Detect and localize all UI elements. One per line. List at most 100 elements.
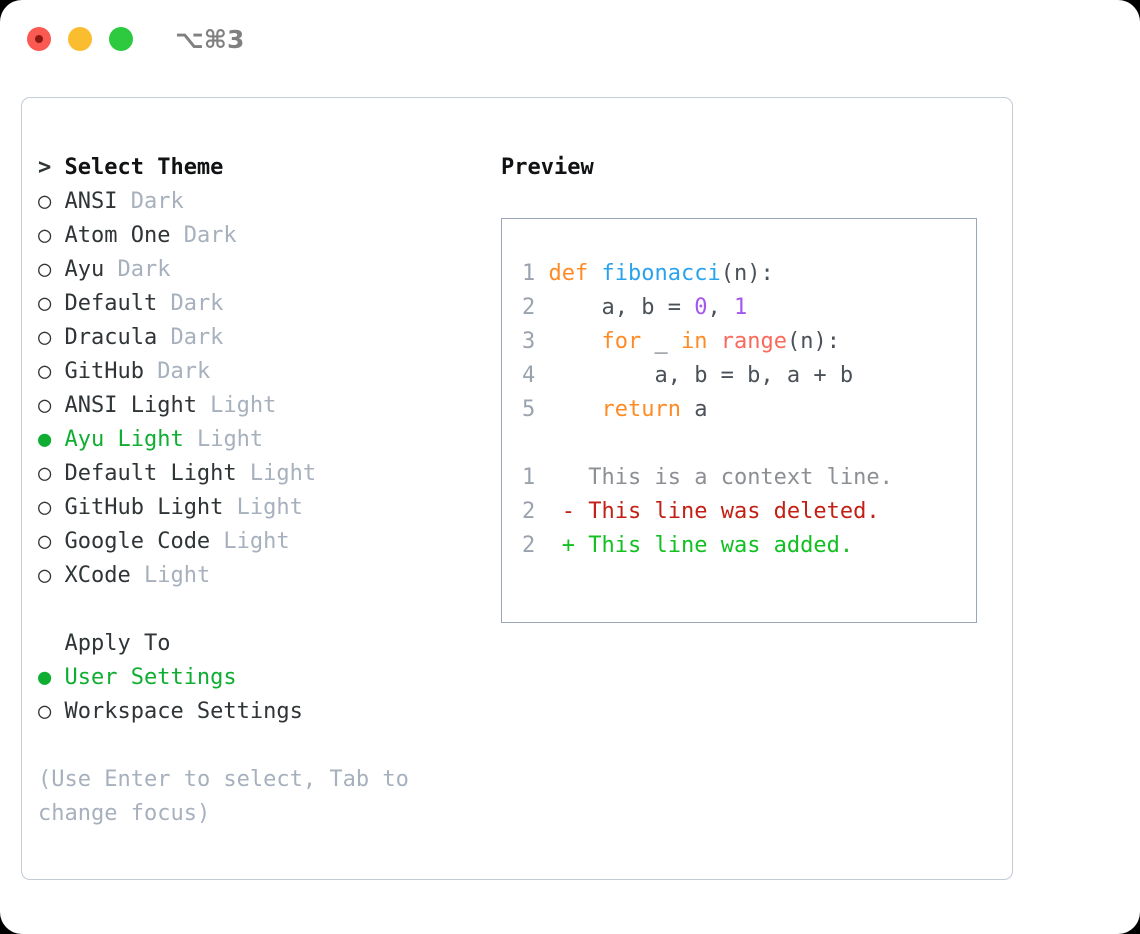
line-number: 1 bbox=[522, 465, 536, 490]
preview-column: Preview 1 def fibonacci(n):2 a, b = 0, 1… bbox=[501, 151, 1001, 623]
theme-name-label: XCode bbox=[64, 563, 131, 588]
diff-marker: + bbox=[561, 533, 589, 558]
theme-variant-tag: Dark bbox=[157, 291, 224, 316]
line-number-gutter-space bbox=[535, 329, 548, 354]
code-token: _ bbox=[641, 329, 681, 354]
theme-list-item[interactable]: ○ GitHub Light Light bbox=[38, 491, 498, 525]
theme-list-item[interactable]: ○ GitHub Dark bbox=[38, 355, 498, 389]
radio-selected-icon[interactable]: ● bbox=[38, 665, 65, 690]
prompt-caret-icon: > bbox=[38, 155, 65, 180]
theme-variant-tag: Dark bbox=[157, 325, 224, 350]
theme-name-label: Atom One bbox=[64, 223, 171, 248]
hint-line-1: (Use Enter to select, Tab to bbox=[38, 767, 409, 792]
line-number: 5 bbox=[522, 397, 536, 422]
code-token: return bbox=[601, 397, 681, 422]
code-line: 2 a, b = 0, 1 bbox=[502, 291, 976, 325]
theme-name-label: Ayu Light bbox=[64, 427, 184, 452]
radio-unselected-icon[interactable]: ○ bbox=[38, 529, 65, 554]
theme-list-item[interactable]: ● Ayu Light Light bbox=[38, 423, 498, 457]
radio-unselected-icon[interactable]: ○ bbox=[38, 325, 65, 350]
code-token: a bbox=[680, 397, 708, 422]
apply-to-marker bbox=[38, 627, 64, 661]
line-number: 3 bbox=[522, 329, 536, 354]
code-token: 0 bbox=[694, 295, 708, 320]
theme-name-label: Google Code bbox=[64, 529, 211, 554]
apply-to-heading-label: Apply To bbox=[64, 631, 171, 656]
theme-list-item[interactable]: ○ Default Light Light bbox=[38, 457, 498, 491]
theme-list-item[interactable]: ○ ANSI Light Light bbox=[38, 389, 498, 423]
code-token: range bbox=[720, 329, 787, 354]
hint-spacer bbox=[38, 729, 498, 763]
diff-text: This line was deleted. bbox=[588, 499, 880, 524]
radio-unselected-icon[interactable]: ○ bbox=[38, 189, 65, 214]
code-token: (n): bbox=[720, 261, 774, 286]
theme-variant-tag: Dark bbox=[117, 189, 184, 214]
radio-unselected-icon[interactable]: ○ bbox=[38, 563, 65, 588]
close-button-icon[interactable] bbox=[27, 27, 51, 51]
radio-unselected-icon[interactable]: ○ bbox=[38, 461, 65, 486]
minimize-button-icon[interactable] bbox=[68, 27, 92, 51]
diff-line: 1 This is a context line. bbox=[502, 461, 976, 495]
theme-list-item[interactable]: ○ Default Dark bbox=[38, 287, 498, 321]
hint-line-2: change focus) bbox=[38, 801, 211, 826]
code-token: 1 bbox=[733, 295, 748, 320]
radio-unselected-icon[interactable]: ○ bbox=[38, 359, 65, 384]
preview-heading: Preview bbox=[501, 155, 594, 180]
code-token bbox=[549, 329, 602, 354]
radio-unselected-icon[interactable]: ○ bbox=[38, 699, 65, 724]
code-line: 3 for _ in range(n): bbox=[502, 325, 976, 359]
theme-list-item[interactable]: ○ Atom One Dark bbox=[38, 219, 498, 253]
line-number: 2 bbox=[522, 499, 536, 524]
code-token: , bbox=[707, 295, 734, 320]
theme-name-label: ANSI bbox=[64, 189, 118, 214]
radio-unselected-icon[interactable]: ○ bbox=[38, 223, 65, 248]
diff-line: 2 + This line was added. bbox=[502, 529, 976, 563]
zoom-button-icon[interactable] bbox=[109, 27, 133, 51]
radio-unselected-icon[interactable]: ○ bbox=[38, 393, 65, 418]
theme-name-label: GitHub Light bbox=[64, 495, 224, 520]
theme-name-label: Dracula bbox=[64, 325, 158, 350]
radio-unselected-icon[interactable]: ○ bbox=[38, 291, 65, 316]
theme-list-item[interactable]: ○ XCode Light bbox=[38, 559, 498, 593]
title-bar: ⌥⌘3 bbox=[0, 0, 1140, 78]
keyboard-shortcut-label: ⌥⌘3 bbox=[175, 24, 245, 54]
diff-gutter-space bbox=[535, 533, 562, 558]
content-panel: > Select Theme ○ ANSI Dark○ Atom One Dar… bbox=[21, 97, 1013, 880]
theme-variant-tag: Dark bbox=[170, 223, 237, 248]
radio-selected-icon[interactable]: ● bbox=[38, 427, 65, 452]
theme-list: ○ ANSI Dark○ Atom One Dark○ Ayu Dark○ De… bbox=[38, 185, 498, 593]
radio-unselected-icon[interactable]: ○ bbox=[38, 257, 65, 282]
diff-line: 2 - This line was deleted. bbox=[502, 495, 976, 529]
code-token: a, b = b, a + b bbox=[548, 363, 854, 388]
code-token: for bbox=[601, 329, 642, 354]
radio-unselected-icon[interactable]: ○ bbox=[38, 495, 65, 520]
code-line: 1 def fibonacci(n): bbox=[502, 257, 976, 291]
code-token bbox=[549, 397, 602, 422]
theme-name-label: Default bbox=[64, 291, 158, 316]
apply-to-option-label: Workspace Settings bbox=[64, 699, 303, 724]
select-theme-heading-label: Select Theme bbox=[64, 155, 224, 180]
theme-variant-tag: Light bbox=[130, 563, 211, 588]
code-token: a, b = bbox=[548, 295, 695, 320]
theme-selector-column: > Select Theme ○ ANSI Dark○ Atom One Dar… bbox=[38, 151, 498, 831]
code-token: def bbox=[548, 261, 589, 286]
code-diff-spacer bbox=[502, 427, 976, 461]
code-token: (n): bbox=[786, 329, 840, 354]
theme-name-label: Ayu bbox=[64, 257, 105, 282]
line-number-gutter-space bbox=[535, 295, 548, 320]
select-theme-heading: > Select Theme bbox=[38, 151, 498, 185]
theme-list-item[interactable]: ○ Dracula Dark bbox=[38, 321, 498, 355]
theme-list-item[interactable]: ○ ANSI Dark bbox=[38, 185, 498, 219]
diff-text: This line was added. bbox=[588, 533, 854, 558]
apply-to-option[interactable]: ○ Workspace Settings bbox=[38, 695, 498, 729]
line-number-gutter-space bbox=[535, 397, 548, 422]
theme-variant-tag: Light bbox=[210, 529, 290, 554]
apply-to-option[interactable]: ● User Settings bbox=[38, 661, 498, 695]
theme-list-item[interactable]: ○ Google Code Light bbox=[38, 525, 498, 559]
theme-name-label: Default Light bbox=[64, 461, 237, 486]
theme-list-item[interactable]: ○ Ayu Dark bbox=[38, 253, 498, 287]
traffic-lights bbox=[27, 27, 133, 51]
